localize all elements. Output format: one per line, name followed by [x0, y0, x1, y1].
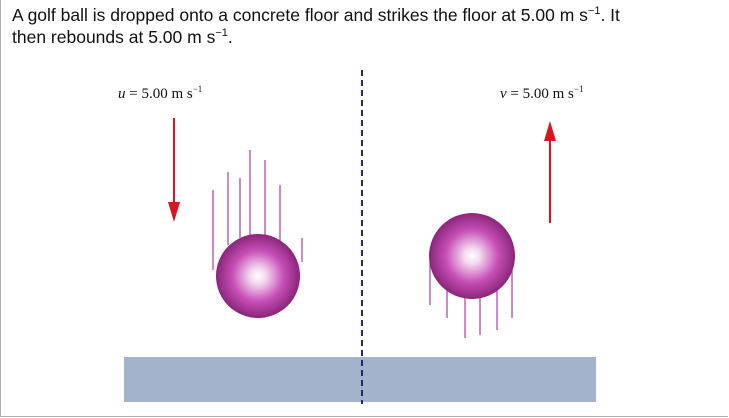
rebounding-golf-ball — [429, 213, 515, 299]
u-unit-exponent: −1 — [192, 84, 203, 94]
question-line2-unit-exponent: −1 — [215, 27, 228, 39]
question-line1-end: . It — [600, 5, 620, 25]
v-unit-exponent: −1 — [573, 84, 584, 94]
up-arrow-icon — [544, 121, 556, 223]
u-symbol: u — [118, 86, 126, 102]
question-line1-unit-exponent: −1 — [587, 5, 601, 17]
question-line1-text: A golf ball is dropped onto a concrete f… — [12, 5, 588, 25]
rebound-velocity-label: v = 5.00 m s−1 — [500, 84, 584, 103]
question-text: A golf ball is dropped onto a concrete f… — [12, 4, 712, 48]
incoming-velocity-label: u = 5.00 m s−1 — [118, 84, 203, 103]
down-arrow-icon — [168, 118, 180, 222]
falling-motion-lines — [212, 150, 303, 270]
falling-golf-ball — [216, 234, 300, 318]
v-symbol: v — [500, 86, 507, 102]
concrete-floor — [124, 357, 596, 402]
question-line2-end: . — [227, 27, 233, 47]
u-value: = 5.00 m s — [125, 86, 193, 102]
question-line2-text: then rebounds at 5.00 m s — [12, 27, 216, 47]
v-value: = 5.00 m s — [506, 86, 574, 102]
